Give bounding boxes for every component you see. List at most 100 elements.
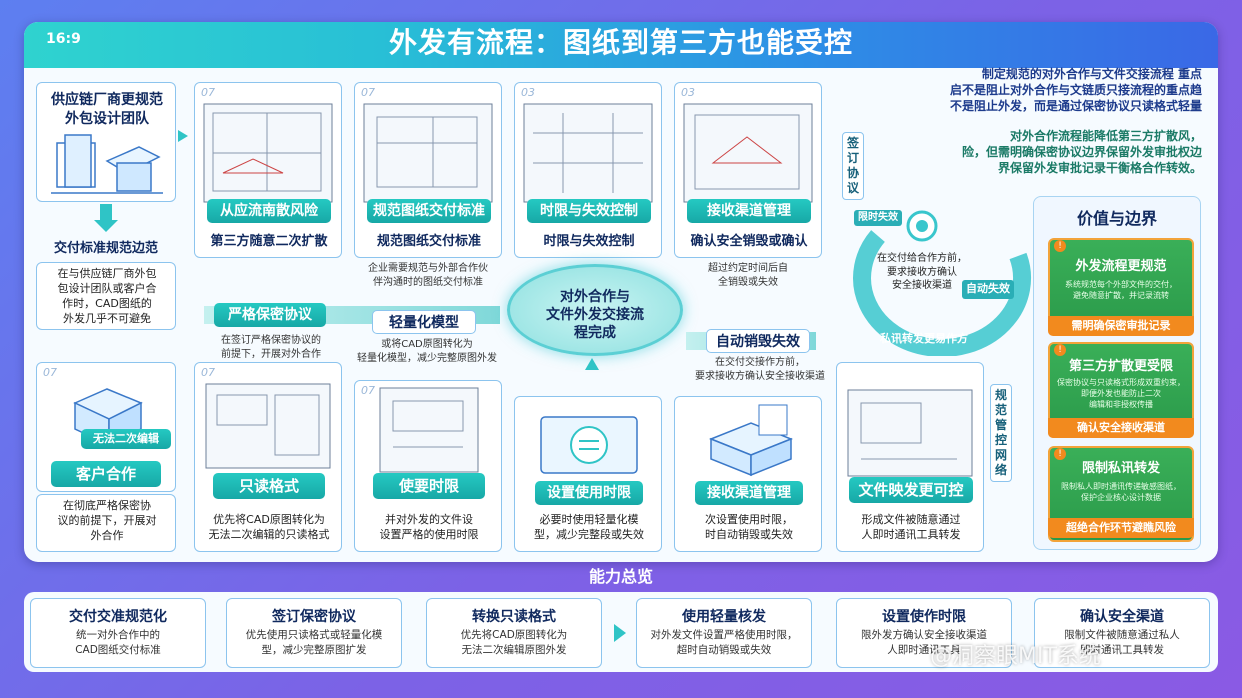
summary-arrow-icon [614, 624, 626, 642]
bottom-card-5-pill: 文件映发更可控 [849, 477, 973, 503]
supplier-title: 供应链厂商更规范 外包设计团队 [51, 92, 163, 127]
value-card-1-marker-icon: ! [1054, 240, 1066, 252]
down-arrow-shaft [100, 204, 112, 222]
bottom-card-3: 设置使用时限 必要时使用轻量化模 型，减少完整段或失效 [514, 396, 662, 552]
value-card-2-marker-icon: ! [1054, 344, 1066, 356]
drawing-thumbnail-1 [203, 103, 333, 203]
customer-label: 客户合作 [51, 461, 161, 487]
top-card-4-desc: 超过约定时间后自 全销毁或失效 [708, 263, 788, 288]
value-card-1-footer: 需明确保密审批记录 [1048, 316, 1194, 336]
value-card-2-footer: 确认安全接收渠道 [1048, 418, 1194, 438]
bottom-card-1: 07 只读格式 优先将CAD原图转化为 无法二次编辑的只读格式 [194, 362, 342, 552]
watermark: @洞察眼MIT系统 [930, 644, 1101, 669]
bottom-card-3-pill: 设置使用时限 [535, 481, 643, 505]
top-card-1-pill: 从应流南散风险 [207, 199, 331, 223]
bottom-card-1-desc: 优先将CAD原图转化为 无法二次编辑的只读格式 [208, 513, 330, 541]
camera-doc-icon [540, 416, 638, 474]
summary-card-6-title: 确认安全渠道 [1080, 609, 1164, 625]
summary-card-3 [426, 598, 602, 668]
factory-icon [51, 134, 163, 194]
customer-desc-card: 在彻底严格保密协 议的前提下，开展对 外合作 [36, 494, 176, 552]
top-card-3: 03 时限与失效控制 时限与失效控制 [514, 82, 662, 258]
bottom-card-5-desc: 形成文件被随意通过 人即时通讯工具转发 [861, 513, 961, 541]
summary-card-5-text: 限外发方确认安全接收渠道 人即时通讯工具 [861, 629, 987, 657]
summary-card-3-title: 转换只读格式 [472, 609, 556, 625]
lightweight-model-desc: 或将CAD原图转化为 轻量化模型，减少完整原图外发 [357, 339, 497, 364]
aspect-ratio-label: 16:9 [46, 31, 81, 47]
center-process-node [507, 264, 683, 356]
drawing-thumbnail-7 [847, 389, 973, 477]
no-edit-badge: 无法二次编辑 [81, 429, 171, 449]
summary-card-2 [226, 598, 402, 668]
top-card-2-caption: 规范图纸交付标准 [376, 234, 481, 249]
supplier-desc: 在与供应链厂商外包 包设计团队或客户合 作时，CAD图纸的 外发几乎不可避免 [57, 267, 157, 325]
bottom-card-3-desc: 必要时使用轻量化模 型，减少完整段或失效 [534, 513, 644, 541]
summary-card-1-text: 统一对外合作中的 CAD图纸交付标准 [75, 629, 161, 657]
bottom-card-4-pill: 接收渠道管理 [695, 481, 803, 505]
summary-card-4 [636, 598, 812, 668]
summary-card-5 [836, 598, 1012, 668]
drawing-thumbnail-6 [379, 387, 479, 473]
intro-paragraph-2: 对外合作流程能降低第三方扩散风， 险，但需明确保密协议边界保留外发审批权边 界保… [961, 129, 1202, 176]
cycle-top-tag: 签订协议 [842, 132, 864, 200]
cycle-label-1: 限时失效 [854, 210, 902, 226]
summary-card-1 [30, 598, 206, 668]
top-card-3-caption: 时限与失效控制 [543, 234, 635, 249]
summary-card-6 [1034, 598, 1210, 668]
value-card-3-footer: 超绝合作环节避瞧风险 [1048, 518, 1194, 538]
supplier-card: 供应链厂商更规范 外包设计团队 [36, 82, 176, 202]
top-card-3-pill: 时限与失效控制 [527, 199, 651, 223]
summary-card-2-title: 签订保密协议 [272, 609, 356, 625]
cycle-ring [853, 210, 1031, 356]
value-boundary-title: 价值与边界 [1076, 209, 1157, 228]
value-card-1-text: 系统规范每个外部文件的交付， 避免随意扩散，并记录流转 [1065, 280, 1177, 300]
bottom-card-2-desc: 并对外发的文件设 设置严格的使用时限 [379, 513, 479, 541]
bottom-card-2-pill: 使要时限 [373, 473, 485, 499]
bottom-card-5: 文件映发更可控 形成文件被随意通过 人即时通讯工具转发 [836, 362, 984, 552]
down-arrow-icon [94, 220, 118, 232]
top-card-2: 07 规范图纸交付标准 规范图纸交付标准 [354, 82, 502, 258]
summary-title: 能力总览 [588, 567, 653, 586]
right-arrow-icon [178, 130, 188, 142]
value-card-3-text: 限制私人即时通讯传递敏感图纸， 保护企业核心设计数据 [1061, 482, 1181, 502]
summary-card-3-text: 优先将CAD原图转化为 无法二次编辑原图外发 [460, 629, 568, 657]
summary-card-4-text: 对外发文件设置严格使用时限， 超时自动销毁或失效 [650, 629, 798, 657]
summary-card-6-text: 限制文件被随意通过私人 即时通讯工具转发 [1064, 629, 1180, 657]
value-card-2-title: 第三方扩散更受限 [1068, 359, 1173, 374]
box-device-icon [708, 404, 794, 477]
summary-card-2-text: 优先使用只读格式或轻量化模 型，减少完整原图扩发 [245, 629, 383, 657]
cycle-label-3: 私讯转发更易作方 [880, 332, 968, 345]
title-bar [24, 22, 1218, 68]
top-card-4-pill: 接收渠道管理 [687, 199, 811, 223]
top-card-2-desc: 企业需要规范与外部合作伙 伴沟通时的图纸交付标准 [368, 263, 488, 288]
top-card-4-caption: 确认安全销毁或确认 [690, 234, 808, 249]
top-card-1: 07 从应流南散风险 第三方随意二次扩散 [194, 82, 342, 258]
value-card-1-title: 外发流程更规范 [1075, 259, 1167, 274]
top-card-4: 03 接收渠道管理 确认安全销毁或确认 [674, 82, 822, 258]
value-card-2-text: 保密协议与只读格式形成双重约束， 即便外发也能防止二次 编辑和非授权传播 [1057, 378, 1185, 409]
cycle-label-2: 自动失效 [962, 280, 1014, 299]
lightweight-model-pill: 轻量化模型 [372, 310, 476, 334]
strict-nda-pill: 严格保密协议 [214, 303, 326, 327]
center-process-label: 对外合作与 文件外发交接流 程完成 [546, 289, 644, 342]
up-arrow-icon [585, 358, 599, 370]
auto-destroy-desc: 在交付交接作方前， 要求接收方确认安全接收渠道 [695, 357, 825, 382]
summary-card-4-title: 使用轻量核发 [682, 609, 766, 625]
strict-nda-desc: 在签订严格保密协议的 前提下，开展对外合作 [221, 335, 321, 360]
intro-paragraph-1: 制定规范的对外合作与文件交接流程 重点 启不是阻止对外合作与文链质只接流程的重点… [949, 67, 1202, 114]
drawing-thumbnail-5 [205, 383, 331, 469]
bottom-card-4-desc: 次设置使用时限， 时自动销毁或失效 [705, 513, 793, 541]
drawing-thumbnail-4 [683, 103, 813, 203]
cycle-side-tag: 规范管控网络 [990, 384, 1012, 482]
customer-card: 07 无法二次编辑 客户合作 [36, 362, 176, 492]
cycle-text: 在交付给合作方前， 要求接收方确认 安全接收渠道 [877, 253, 967, 291]
summary-card-5-title: 设置使作时限 [882, 609, 966, 625]
page-title: 外发有流程：图纸到第三方也能受控 [388, 26, 853, 59]
value-card-3-title: 限制私讯转发 [1081, 461, 1160, 476]
bottom-card-2: 07 使要时限 并对外发的文件设 设置严格的使用时限 [354, 380, 502, 552]
customer-desc: 在彻底严格保密协 议的前提下，开展对 外合作 [57, 499, 157, 542]
top-card-1-caption: 第三方随意二次扩散 [210, 234, 328, 249]
auto-destroy-pill: 自动销毁失效 [706, 329, 810, 353]
supplier-desc-card: 在与供应链厂商外包 包设计团队或客户合 作时，CAD图纸的 外发几乎不可避免 [36, 262, 176, 330]
summary-card-1-title: 交付交准规范化 [69, 609, 167, 625]
